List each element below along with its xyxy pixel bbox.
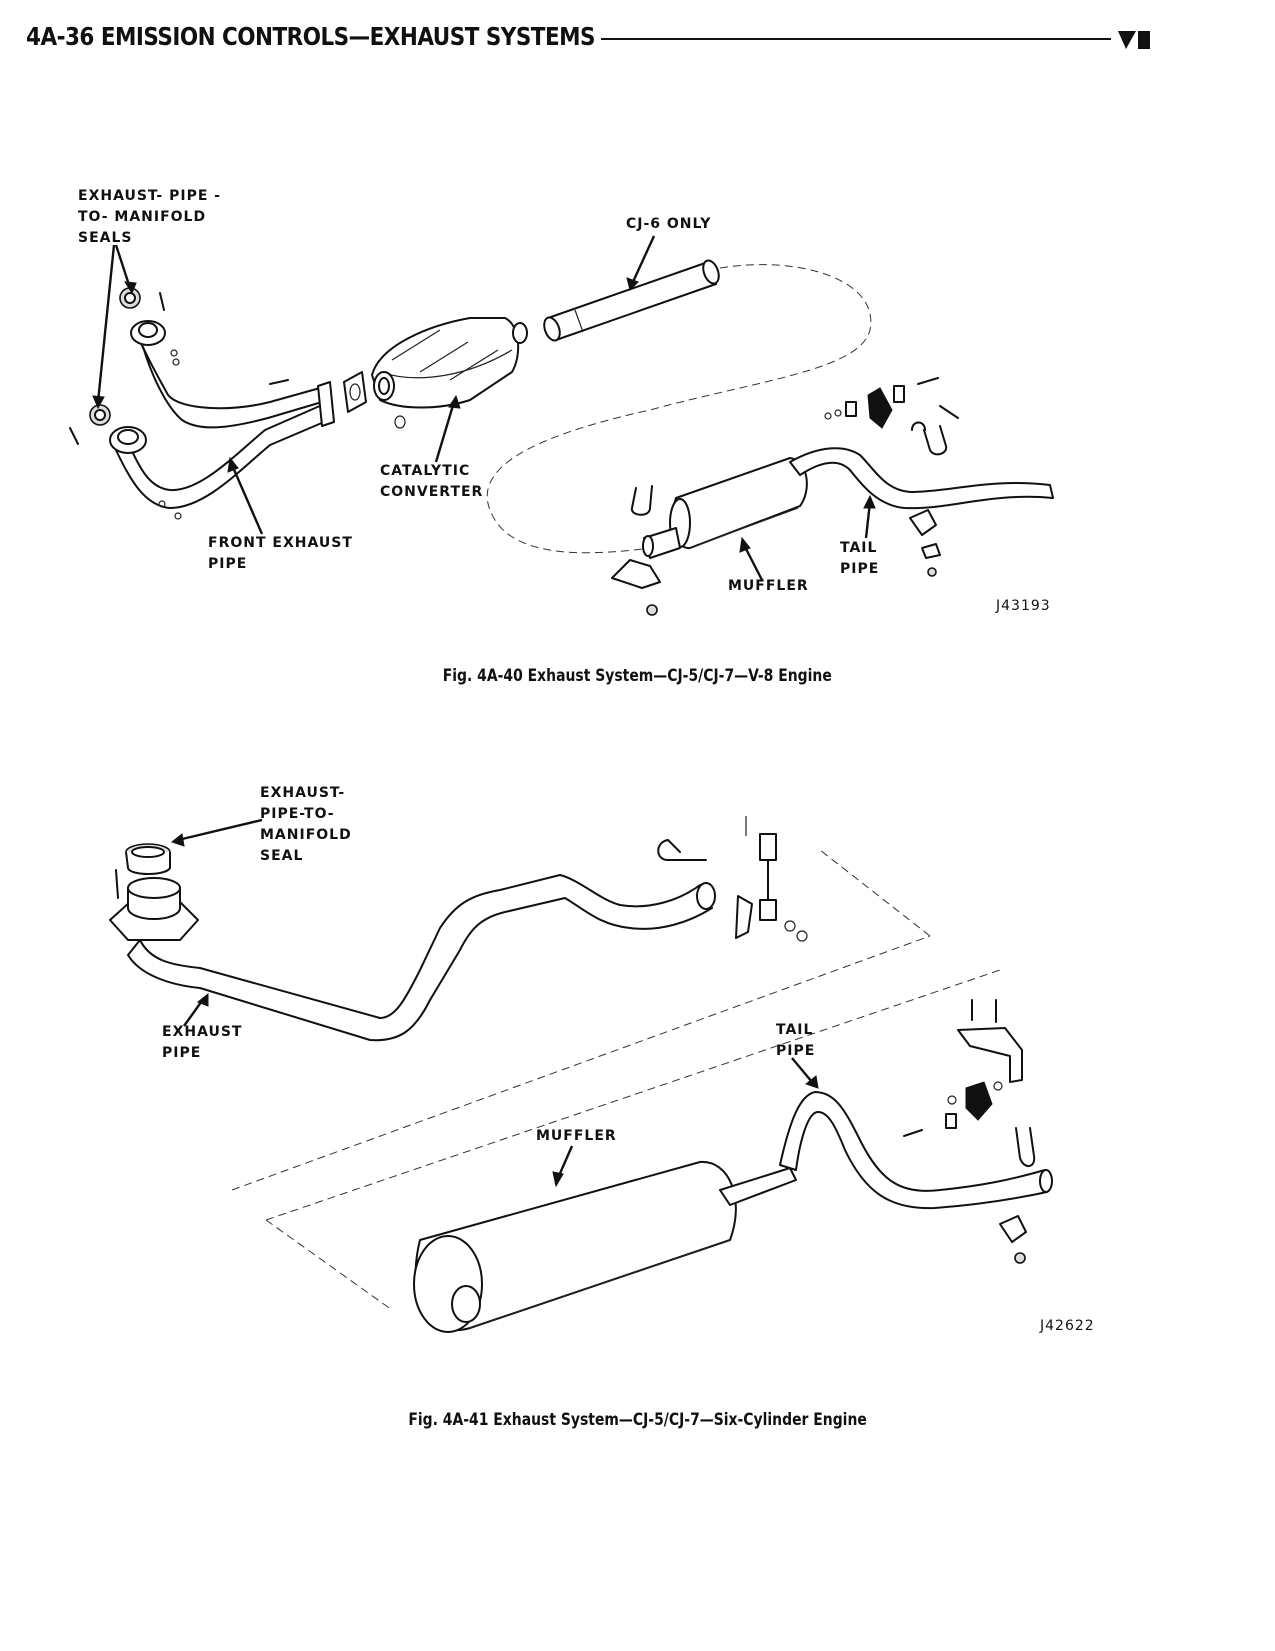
caption-text: Fig. 4A-40 Exhaust System—CJ-5/CJ-7—V-8 …: [442, 666, 833, 686]
six-leader-arrows: [170, 818, 819, 1188]
exhaust-pipe: [109, 874, 716, 1042]
page-title: 4A-36 EMISSION CONTROLS—EXHAUST SYSTEMS: [26, 22, 595, 51]
v8-leader-arrows: [92, 235, 876, 581]
header-rule: [601, 38, 1111, 40]
hardware-top: [657, 816, 808, 942]
v8-exhaust-diagram: [69, 235, 1054, 616]
six-cylinder-exhaust-diagram: [109, 816, 1053, 1333]
label-muffler: MUFFLER: [728, 578, 809, 594]
label-catalytic-converter: CATALYTIC CONVERTER: [380, 463, 484, 500]
projection-lines: [231, 849, 1001, 1311]
label-manifold-seal: EXHAUST- PIPE-TO- MANIFOLD SEAL: [260, 785, 352, 864]
figure-code: J42622: [1040, 1318, 1095, 1334]
label-cj6-only: CJ-6 ONLY: [626, 216, 712, 232]
muffler: [642, 457, 808, 559]
tail-pipe: [779, 1091, 1053, 1210]
label-tail-pipe: TAIL PIPE: [776, 1022, 816, 1059]
figure-code: J43193: [996, 598, 1051, 614]
label-manifold-seals: EXHAUST- PIPE - TO- MANIFOLD SEALS: [78, 188, 222, 246]
label-exhaust-pipe: EXHAUST PIPE: [162, 1024, 243, 1061]
hardware-right: [903, 999, 1036, 1264]
muffler: [413, 1160, 797, 1333]
cj6-extension-pipe: [543, 259, 720, 342]
tail-pipe: [789, 447, 1054, 510]
figure-caption: Fig. 4A-41 Exhaust System—CJ-5/CJ-7—Six-…: [0, 1410, 1275, 1430]
catalytic-converter: [371, 317, 528, 409]
figure-v8-exhaust: EXHAUST- PIPE - TO- MANIFOLD SEALS CJ-6 …: [0, 0, 1275, 700]
figure-caption: Fig. 4A-40 Exhaust System—CJ-5/CJ-7—V-8 …: [0, 666, 1275, 686]
hardware-right: [611, 377, 959, 616]
label-muffler: MUFFLER: [536, 1128, 617, 1144]
manifold-seal: [115, 843, 171, 899]
flange-gasket: [343, 371, 406, 429]
figure-six-cylinder-exhaust: EXHAUST- PIPE-TO- MANIFOLD SEAL EXHAUST …: [0, 700, 1275, 1460]
label-front-exhaust-pipe: FRONT EXHAUST PIPE: [208, 535, 353, 572]
front-exhaust-pipe: [109, 320, 335, 509]
brand-logo-icon: [1118, 31, 1150, 49]
label-tail-pipe: TAIL PIPE: [840, 540, 880, 577]
caption-text: Fig. 4A-41 Exhaust System—CJ-5/CJ-7—Six-…: [408, 1410, 867, 1430]
cj6-dashed-outline: [486, 264, 872, 554]
page-header: 4A-36 EMISSION CONTROLS—EXHAUST SYSTEMS: [26, 18, 1156, 58]
